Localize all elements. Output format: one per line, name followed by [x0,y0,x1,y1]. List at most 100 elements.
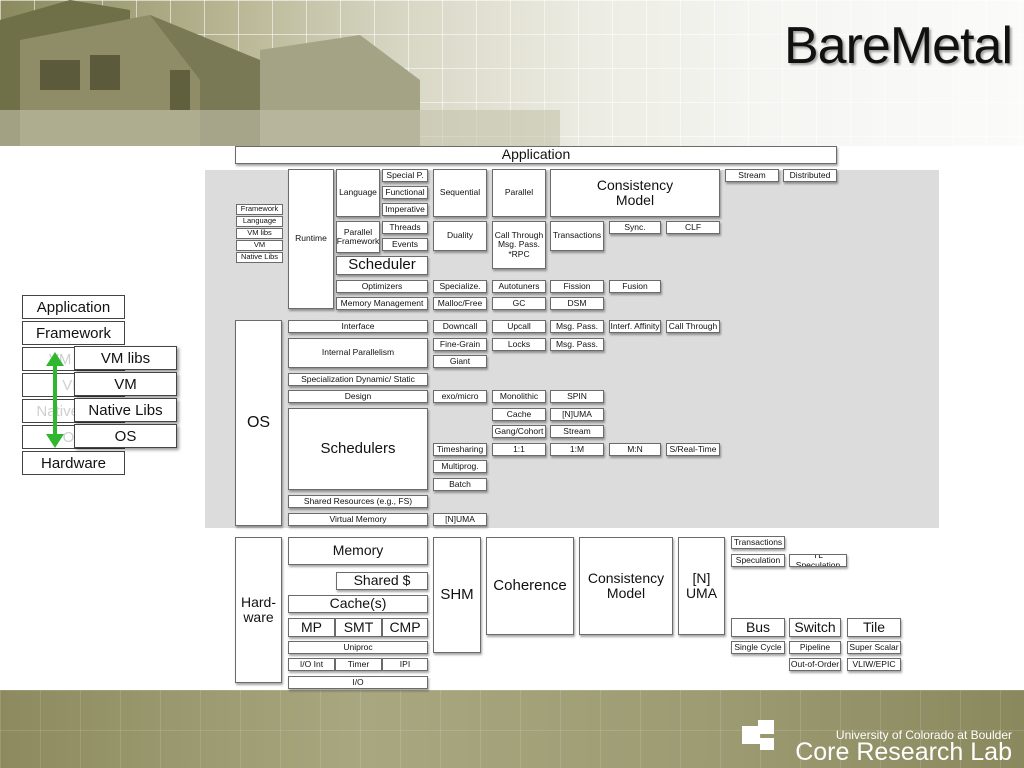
runtime-threads: Threads [382,221,428,234]
double-arrow-icon [46,352,64,448]
hw-shm: SHM [433,537,481,653]
os-exo-micro: exo/micro [433,390,487,403]
stack-native-libs: Native Libs [74,398,177,422]
stack-vm: VM [74,372,177,396]
hw-bus: Bus [731,618,785,637]
runtime-stream: Stream [725,169,779,182]
footer-grid [0,690,1024,768]
header-photo: BareMetal [0,0,1024,146]
runtime-list-item: VM libs [236,228,283,239]
os-timesharing: Timesharing [433,443,487,456]
os-s-realtime: S/Real-Time [666,443,720,456]
os-monolithic: Monolithic [492,390,546,403]
runtime-consistency-model: Consistency Model [550,169,720,217]
runtime-sequential: Sequential [433,169,487,217]
runtime-language: Language [336,169,380,217]
hw-cmp: CMP [382,618,428,637]
runtime-specialize: Specialize. [433,280,487,293]
hw-tile: Tile [847,618,901,637]
runtime-list-item: Language [236,216,283,227]
footer: University of Colorado at Boulder Core R… [0,690,1024,768]
runtime-imperative: Imperative [382,203,428,216]
application-bar: Application [235,146,837,164]
os-multiprog: Multiprog. [433,460,487,473]
runtime-sync: Sync. [609,221,661,234]
footer-lab-name: Core Research Lab [795,738,1012,766]
hw-pipeline: Pipeline [789,641,841,654]
hw-ipi: IPI [382,658,428,671]
stack-hardware: Hardware [22,451,125,475]
os-internal-parallelism: Internal Parallelism [288,338,428,368]
os-1-1: 1:1 [492,443,546,456]
runtime-clf: CLF [666,221,720,234]
os-stream: Stream [550,425,604,438]
os-virtual-memory: Virtual Memory [288,513,428,526]
os-numa: [N]UMA [550,408,604,421]
runtime-fission: Fission [550,280,604,293]
hw-io-int: I/O Int [288,658,335,671]
runtime-scheduler: Scheduler [336,256,428,275]
os-1-m: 1:M [550,443,604,456]
runtime-duality: Duality [433,221,487,251]
runtime-transactions: Transactions [550,221,604,251]
os-interface: Interface [288,320,428,333]
os-msg-pass-2: Msg. Pass. [550,338,604,351]
runtime-gc: GC [492,297,546,310]
building-photo [0,0,560,146]
os-cache: Cache [492,408,546,421]
os-design: Design [288,390,428,403]
runtime-fusion: Fusion [609,280,661,293]
runtime-parallel: Parallel [492,169,546,217]
runtime-call-through: Call Through Msg. Pass. *RPC [492,221,546,269]
hw-shared-cache: Shared $ [336,572,428,590]
runtime-special-p: Special P. [382,169,428,182]
stack-application: Application [22,295,125,319]
hw-numa: [N] UMA [678,537,725,635]
os-fine-grain: Fine-Grain [433,338,487,351]
os-downcall: Downcall [433,320,487,333]
hw-super-scalar: Super Scalar [847,641,901,654]
runtime-distributed: Distributed [783,169,837,182]
hw-out-of-order: Out-of-Order [789,658,841,671]
runtime-optimizers: Optimizers [336,280,428,293]
logo-square-small [758,720,774,734]
software-stack-diagram: Application Framework VM libs VM Native … [14,288,189,488]
os-batch: Batch [433,478,487,491]
os-upcall: Upcall [492,320,546,333]
stack-framework: Framework [22,321,125,345]
runtime-list-item: Native Libs [236,252,283,263]
footer-university: University of Colorado at Boulder [835,728,1012,742]
runtime-functional: Functional [382,186,428,199]
os-giant: Giant [433,355,487,368]
runtime-events: Events [382,238,428,251]
logo-square-mid [760,738,774,750]
os-msg-pass: Msg. Pass. [550,320,604,333]
runtime-dsm: DSM [550,297,604,310]
runtime-list-item: VM [236,240,283,251]
os-schedulers: Schedulers [288,408,428,490]
hw-timer: Timer [335,658,382,671]
hw-single-cycle: Single Cycle [731,641,785,654]
hw-consistency-model: Consistency Model [579,537,673,635]
runtime-list-item: Framework [236,204,283,215]
os-spin: SPIN [550,390,604,403]
hw-memory: Memory [288,537,428,565]
hw-tl-speculation: TL Speculation [789,554,847,567]
page-title: BareMetal [784,17,1013,75]
hw-switch: Switch [789,618,841,637]
os-m-n: M:N [609,443,661,456]
os-label: OS [235,320,282,526]
stack-os: OS [74,424,177,448]
os-interf-affinity: Interf. Affinity [609,320,661,333]
hardware-label: Hard- ware [235,537,282,683]
os-call-through: Call Through [666,320,720,333]
logo-square-large [742,726,760,744]
os-locks: Locks [492,338,546,351]
runtime-left-list: Framework Language VM libs VM Native Lib… [236,204,283,263]
runtime-autotuners: Autotuners [492,280,546,293]
runtime-malloc-free: Malloc/Free [433,297,487,310]
hw-caches: Cache(s) [288,595,428,613]
os-numa-vm: [N]UMA [433,513,487,526]
hw-io: I/O [288,676,428,689]
hw-vliw-epic: VLIW/EPIC [847,658,901,671]
